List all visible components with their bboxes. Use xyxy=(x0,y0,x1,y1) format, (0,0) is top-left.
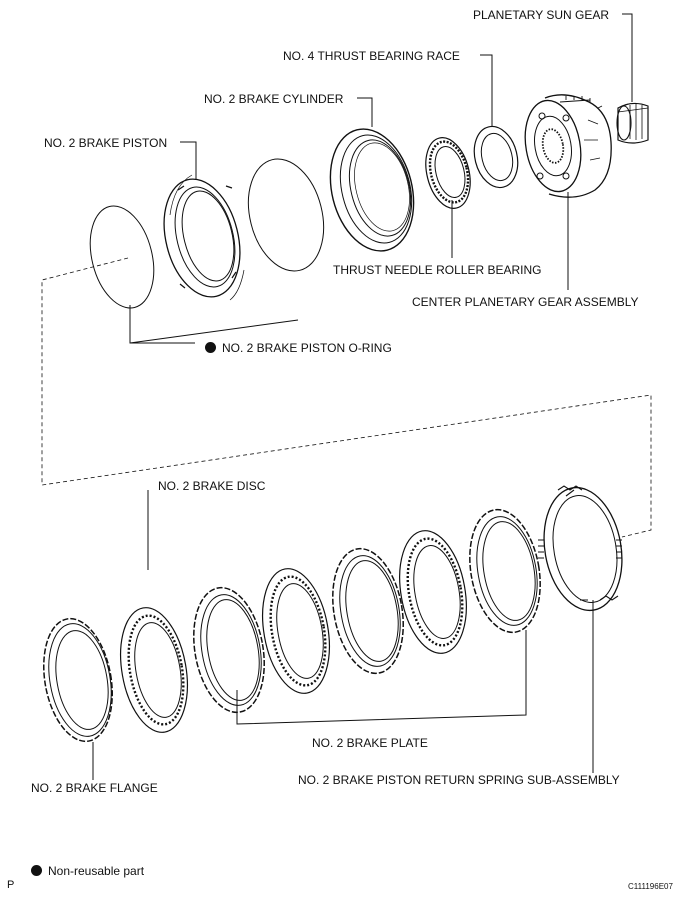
leader-piston xyxy=(180,141,197,180)
label-planetary-sun-gear: PLANETARY SUN GEAR xyxy=(473,8,610,22)
non-reusable-dot-icon xyxy=(205,342,216,353)
label-brake-disc: NO. 2 BRAKE DISC xyxy=(158,479,266,493)
leader-sun-gear xyxy=(622,13,633,102)
o-ring-right xyxy=(247,158,325,272)
return-spring-sub-assembly xyxy=(538,485,623,612)
brake-plate-2 xyxy=(332,547,404,675)
thrust-bearing-race xyxy=(473,125,519,189)
label-brake-piston: NO. 2 BRAKE PISTON xyxy=(44,136,168,150)
brake-flange xyxy=(43,617,113,743)
label-return-spring: NO. 2 BRAKE PISTON RETURN SPRING SUB-ASS… xyxy=(298,773,620,787)
brake-disc-3 xyxy=(399,530,467,654)
label-brake-flange: NO. 2 BRAKE FLANGE xyxy=(31,781,158,795)
leader-bearing-race xyxy=(480,54,493,127)
legend-non-reusable-text: Non-reusable part xyxy=(48,864,145,878)
o-ring-left xyxy=(89,205,155,309)
leader-plate-bracket xyxy=(236,630,527,725)
label-brake-cylinder: NO. 2 BRAKE CYLINDER xyxy=(204,92,344,106)
label-thrust-needle-roller-bearing: THRUST NEEDLE ROLLER BEARING xyxy=(333,263,542,277)
leader-o-ring-bracket xyxy=(129,305,195,344)
corner-mark: P xyxy=(7,879,15,891)
brake-cylinder xyxy=(329,128,415,252)
label-thrust-bearing-race: NO. 4 THRUST BEARING RACE xyxy=(283,49,460,63)
label-brake-plate: NO. 2 BRAKE PLATE xyxy=(312,736,428,750)
brake-plate-3 xyxy=(469,508,541,634)
center-planetary-gear-assembly xyxy=(524,94,612,198)
legend-non-reusable: Non-reusable part xyxy=(31,864,144,878)
assembly-guide-line xyxy=(41,257,652,538)
brake-disc-2 xyxy=(262,568,330,694)
brake-plate-1 xyxy=(193,586,265,714)
label-center-planetary-gear-assembly: CENTER PLANETARY GEAR ASSEMBLY xyxy=(412,295,639,309)
brake-piston xyxy=(163,174,245,301)
legend-dot-icon xyxy=(31,865,42,876)
leader-cylinder xyxy=(357,97,373,127)
label-brake-piston-o-ring-text: NO. 2 BRAKE PISTON O-RING xyxy=(222,341,392,355)
label-brake-piston-o-ring: NO. 2 BRAKE PISTON O-RING xyxy=(205,341,392,355)
brake-disc-1 xyxy=(120,607,188,733)
thrust-needle-roller-bearing xyxy=(425,137,471,209)
figure-code: C111196E07 xyxy=(628,882,673,891)
planetary-sun-gear xyxy=(616,102,649,144)
